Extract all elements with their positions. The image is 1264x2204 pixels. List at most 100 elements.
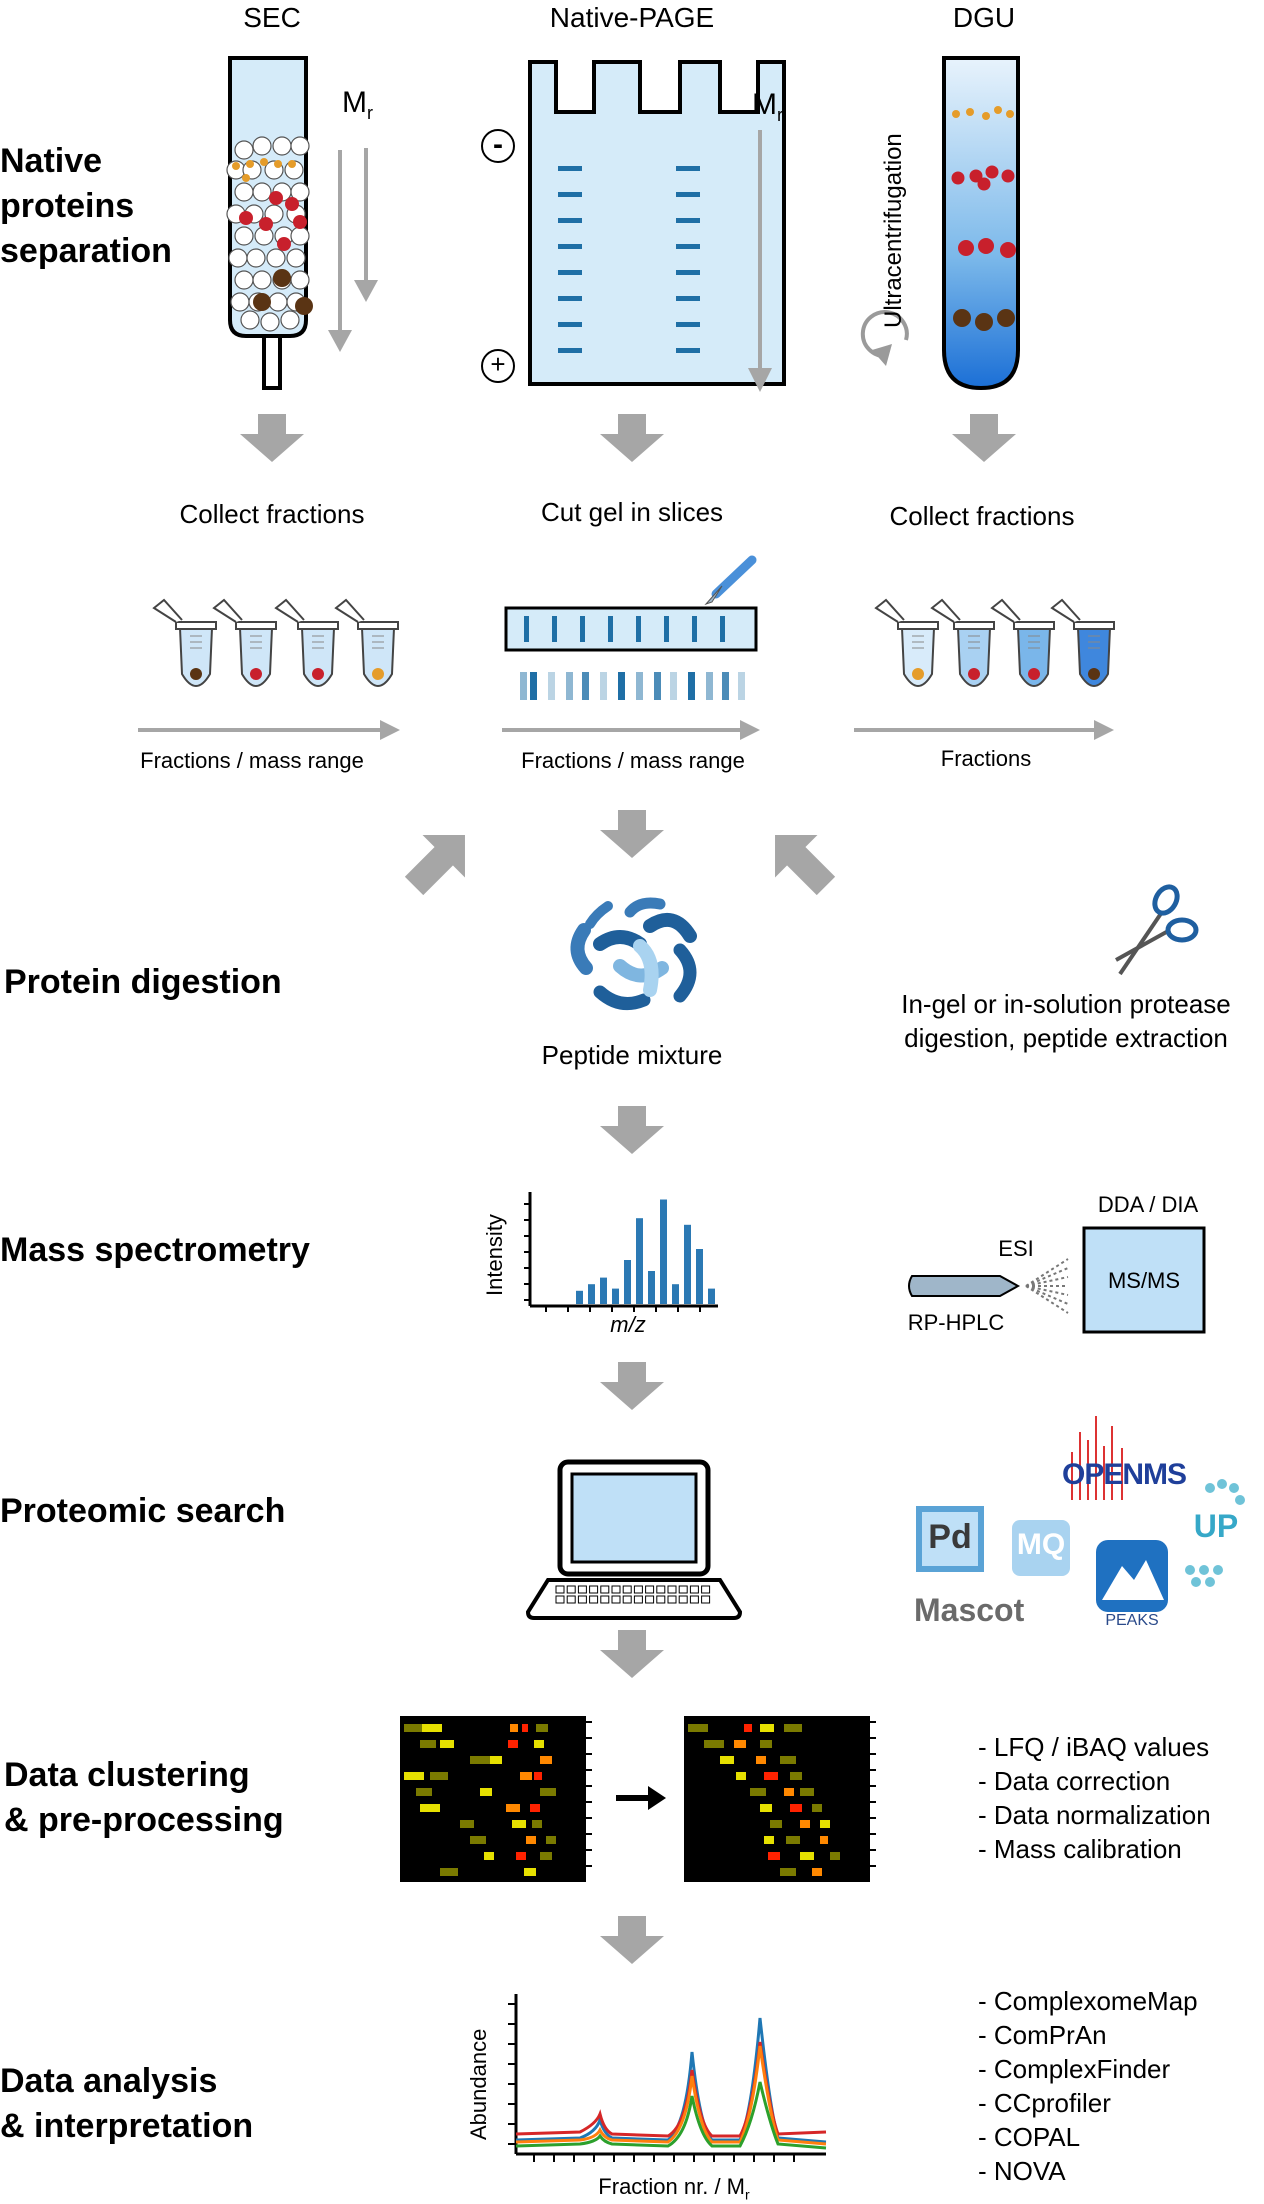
heat-cell <box>812 1804 822 1812</box>
heat-cell <box>440 1740 454 1748</box>
small-protein <box>966 108 974 116</box>
gel-band <box>676 270 700 275</box>
up-dot <box>1205 1577 1215 1587</box>
down-arrow-stem <box>618 1630 646 1652</box>
tube-protein <box>1028 668 1040 680</box>
down-arrow-head <box>600 434 664 462</box>
gel-slice <box>670 672 677 700</box>
heat-cell <box>760 1724 774 1732</box>
medium-protein <box>277 237 291 251</box>
fraction-axis-arrows <box>138 720 1114 740</box>
step-clustering-line2: & pre-processing <box>4 1801 284 1839</box>
down-arrow-head <box>600 1382 664 1410</box>
spectrum-bar <box>576 1290 583 1304</box>
down-arrow-stem <box>618 810 646 832</box>
heat-cell <box>470 1836 486 1844</box>
lc-ms-setup <box>908 1226 1206 1334</box>
sec-beads <box>226 136 313 332</box>
openms-logo: OPENMS <box>1062 1458 1187 1491</box>
peptide <box>643 912 697 943</box>
heat-cell <box>422 1724 442 1732</box>
gel-band <box>558 192 582 197</box>
tube-protein <box>190 668 202 680</box>
gel-band <box>558 296 582 301</box>
heat-cell <box>460 1820 474 1828</box>
up-dot <box>1191 1577 1201 1587</box>
medium-protein <box>1001 169 1015 183</box>
esi-label: ESI <box>998 1236 1034 1261</box>
large-protein <box>273 269 291 287</box>
down-arrow-head <box>600 1650 664 1678</box>
bead <box>266 248 286 268</box>
medium-protein <box>259 217 273 231</box>
gel-band <box>558 166 582 171</box>
page-step-label: Cut gel in slices <box>540 497 724 527</box>
tube-rim <box>297 621 339 630</box>
dgu-axis-label: Fractions <box>940 746 1032 771</box>
heat-cell <box>760 1804 772 1812</box>
spectrum-bar <box>648 1271 655 1304</box>
medium-protein <box>269 191 283 205</box>
large-protein <box>953 309 971 327</box>
heat-cell <box>440 1868 458 1876</box>
key <box>600 1585 610 1594</box>
bead <box>234 226 254 246</box>
rotation-icon <box>860 310 909 359</box>
small-protein <box>274 160 282 168</box>
preprocessing-item: - LFQ / iBAQ values <box>978 1732 1210 1762</box>
bead <box>290 182 310 202</box>
esi-needle-icon <box>908 1275 1021 1297</box>
tube-rim <box>1013 621 1055 630</box>
heat-cell <box>734 1740 746 1748</box>
down-arrow-stem <box>618 1916 646 1938</box>
step-digestion: Protein digestion <box>4 963 282 1001</box>
peptide <box>585 901 613 929</box>
heat-cell <box>790 1804 802 1812</box>
clustering-arrow <box>616 1786 666 1810</box>
up-dot <box>1185 1565 1195 1575</box>
heat-cell <box>764 1772 778 1780</box>
medium-protein <box>958 240 974 256</box>
heat-cell <box>830 1852 840 1860</box>
tube-lid <box>874 598 905 623</box>
tool-item: - CCprofiler <box>978 2088 1111 2118</box>
heat-cell <box>522 1724 528 1732</box>
gel-slice <box>566 672 573 700</box>
heat-cell <box>404 1724 422 1732</box>
tube-lid <box>212 598 243 623</box>
bead <box>272 136 292 156</box>
medium-protein <box>293 215 307 229</box>
spectrum-bar <box>684 1224 691 1304</box>
spray-line <box>1025 1258 1069 1287</box>
heat-cell <box>800 1820 810 1828</box>
heat-cell <box>736 1772 746 1780</box>
small-protein <box>242 174 250 182</box>
bead <box>260 312 280 332</box>
heat-cell <box>764 1836 774 1844</box>
heat-cell <box>540 1788 556 1796</box>
spray-line <box>1025 1267 1069 1287</box>
bead <box>280 310 300 330</box>
gel-slice <box>582 672 589 700</box>
flow-arrows <box>240 414 1016 1964</box>
heat-cell <box>546 1836 556 1844</box>
native-page-gel-icon <box>481 60 786 392</box>
tube-body <box>300 627 336 687</box>
heat-cell <box>524 1868 536 1876</box>
heat-cell <box>508 1740 518 1748</box>
heat-cell <box>506 1804 520 1812</box>
key <box>611 1585 621 1594</box>
tube-protein <box>912 668 924 680</box>
profile-series <box>515 2041 827 2138</box>
tube-rim <box>357 621 399 630</box>
preprocessing-list: - LFQ / iBAQ values - Data correction - … <box>978 1730 1211 1866</box>
profile-series <box>515 2045 827 2146</box>
peptide-mixture-icon <box>570 897 697 1011</box>
profile-series <box>515 2017 827 2144</box>
dgu-particles <box>951 106 1016 331</box>
tube-lid <box>930 598 961 623</box>
tool-item: - NOVA <box>978 2156 1066 2186</box>
software-logos <box>916 1416 1245 1612</box>
positive-electrode-icon <box>481 349 515 383</box>
